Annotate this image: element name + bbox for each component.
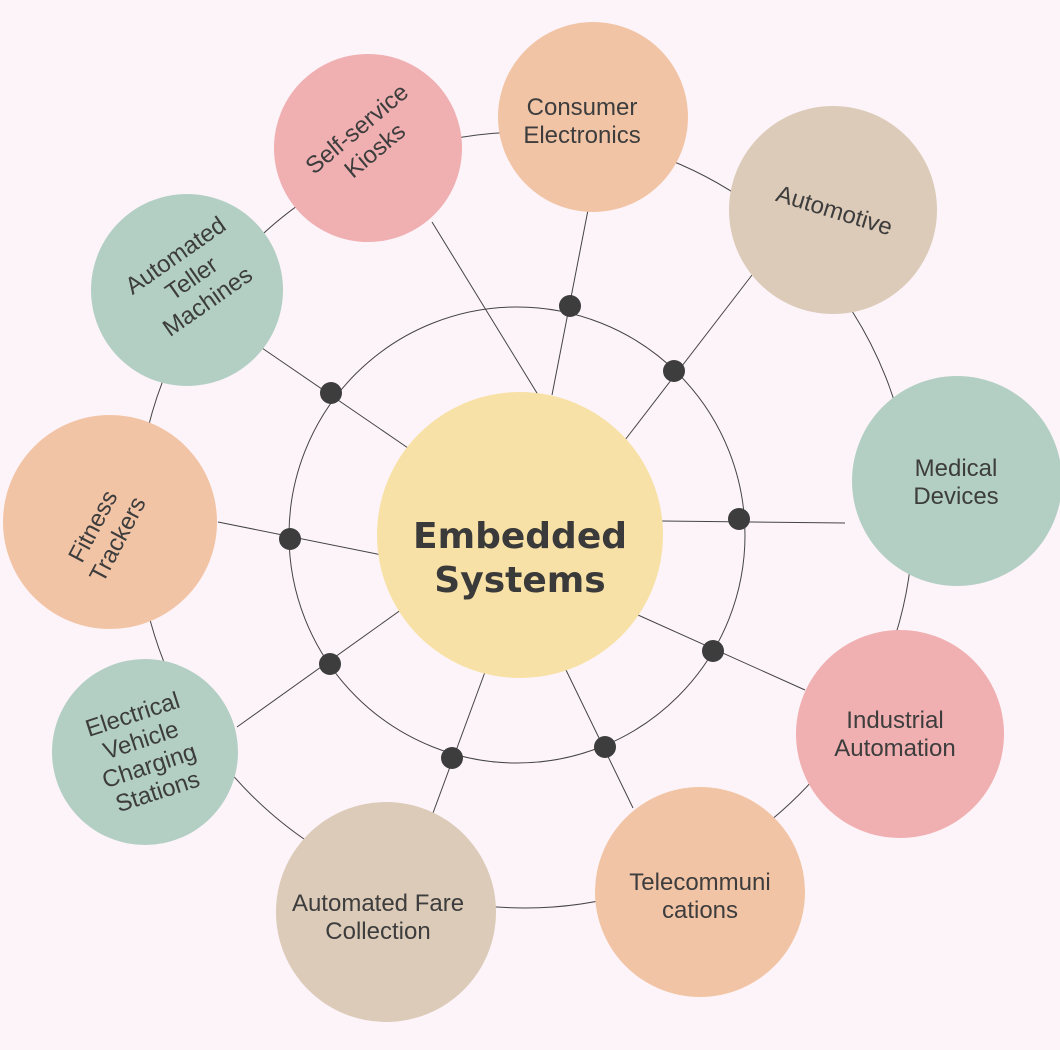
dot-fare (441, 747, 463, 769)
node-circle (377, 392, 663, 678)
dot-fitness (279, 528, 301, 550)
dot-automotive (663, 360, 685, 382)
spoke-medical (661, 520, 846, 524)
node-self-service-kiosks: Self-serviceKiosks (274, 54, 462, 242)
spoke-automotive (624, 274, 753, 441)
node-circle (498, 22, 688, 212)
node-circle (852, 376, 1060, 586)
dot-consumer (559, 295, 581, 317)
node-circle (3, 415, 217, 629)
node-label-line: Telecommuni (629, 869, 770, 896)
dot-industrial (702, 640, 724, 662)
node-automotive: Automotive (729, 106, 937, 314)
node-label-line: Consumer (527, 94, 638, 121)
node-ev-charging-stations: ElectricalVehicleChargingStations (52, 659, 238, 845)
spoke-fare (432, 671, 486, 814)
node-label-line: cations (662, 897, 738, 924)
node-circle (796, 630, 1004, 838)
node-label-line: Medical (915, 455, 998, 482)
dot-telecom (594, 736, 616, 758)
center-title-line1: Embedded (413, 516, 627, 557)
node-circle (729, 106, 937, 314)
node-label-line: Devices (913, 483, 998, 510)
node-label-line: Collection (325, 918, 430, 945)
dot-ev (319, 653, 341, 675)
dot-medical (728, 508, 750, 530)
node-circle (91, 194, 283, 386)
node-label-line: Electronics (523, 122, 640, 149)
node-circle (595, 787, 805, 997)
node-label-line: Automated Fare (292, 890, 464, 917)
center-title-line2: Systems (434, 560, 605, 601)
dot-atm (320, 382, 342, 404)
node-automated-teller-machines: AutomatedTellerMachines (91, 194, 283, 386)
node-label-line: Automation (834, 735, 955, 762)
node-circle (276, 802, 496, 1022)
connector-dots (279, 295, 750, 769)
node-circle (274, 54, 462, 242)
node-fitness-trackers: FitnessTrackers (3, 415, 217, 629)
spoke-kiosks (431, 221, 541, 399)
node-label-line: Industrial (846, 707, 943, 734)
node-circle (52, 659, 238, 845)
